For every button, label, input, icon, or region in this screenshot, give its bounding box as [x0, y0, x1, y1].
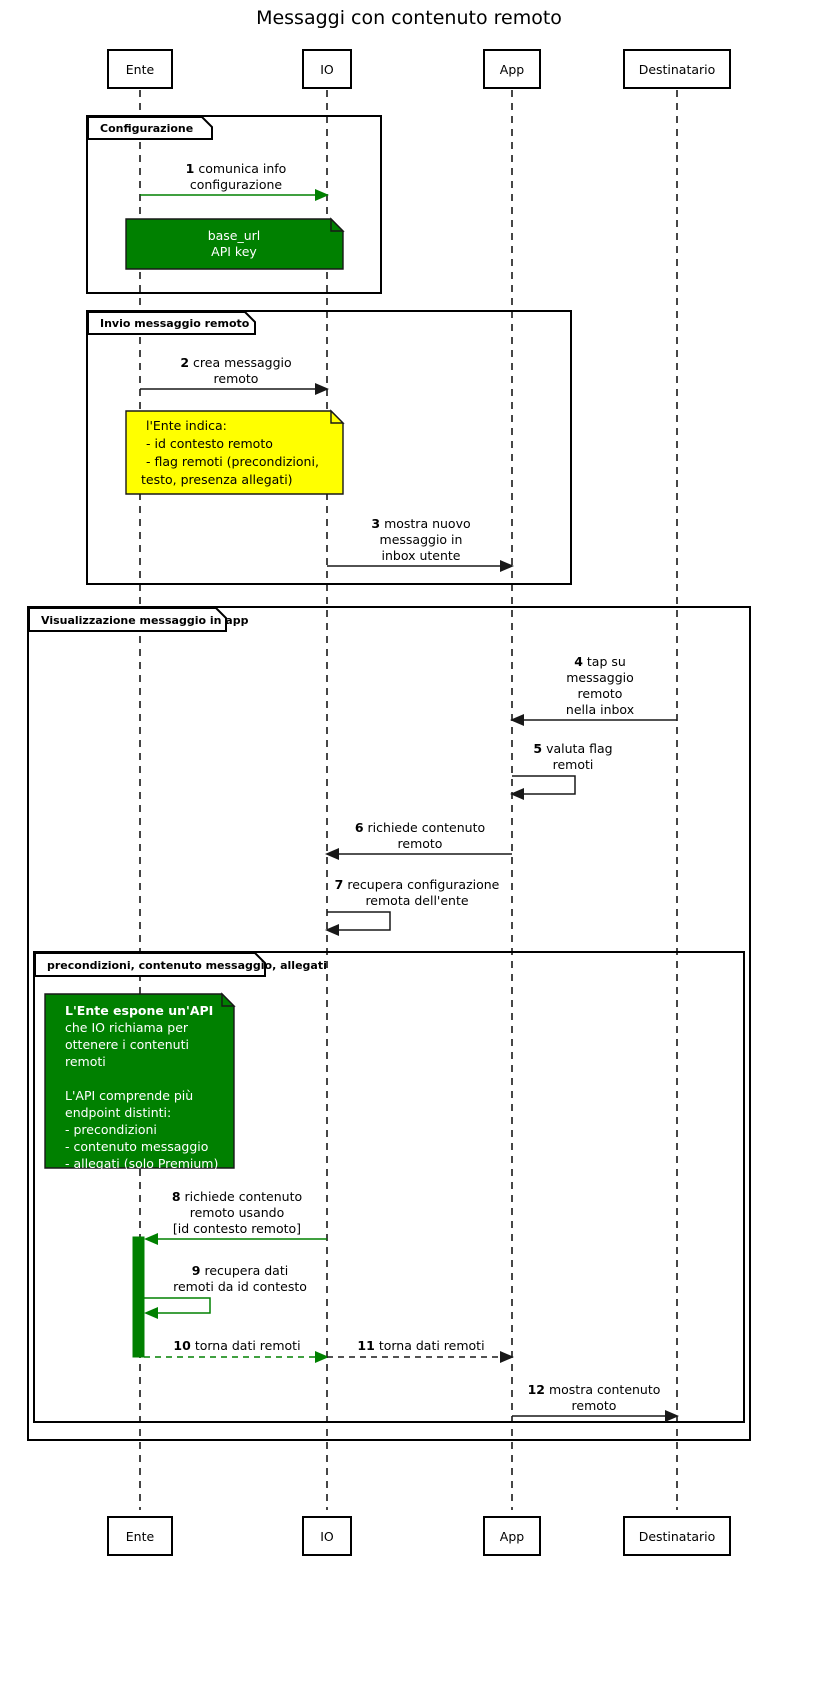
frame-label-visualizzazione: Visualizzazione messaggio in app	[41, 614, 249, 627]
participant-footer-label-app: App	[500, 1529, 524, 1544]
note-api-line-8: - precondizioni	[65, 1122, 157, 1137]
note-api-line-4: remoti	[65, 1054, 106, 1069]
message-3-num: 3	[371, 516, 380, 531]
message-1-line2: configurazione	[190, 177, 283, 192]
participant-header-ente[interactable]: Ente	[107, 49, 173, 89]
participant-footer-io[interactable]: IO	[302, 1516, 352, 1556]
frame-label-invio: Invio messaggio remoto	[100, 317, 250, 330]
frame-invio-messaggio-remoto: Invio messaggio remoto	[86, 310, 572, 585]
note-api-line-7: endpoint distinti:	[65, 1105, 171, 1120]
message-8-num: 8	[172, 1189, 181, 1204]
message-3-line3: inbox utente	[382, 548, 461, 563]
note-api-line-1: L'Ente espone un'API	[65, 1003, 213, 1018]
message-11-num: 11	[357, 1338, 374, 1353]
message-7-num: 7	[335, 877, 344, 892]
diagram-title: Messaggi con contenuto remoto	[256, 7, 562, 29]
note-api-line-3: ottenere i contenuti	[65, 1037, 189, 1052]
message-10-num: 10	[173, 1338, 191, 1353]
message-5-num: 5	[533, 741, 542, 756]
frame-visualizzazione: Visualizzazione messaggio in app	[27, 606, 751, 1441]
message-4-line3: remoto	[578, 686, 623, 701]
activation-bar-ente	[132, 1236, 145, 1358]
participant-header-destinatario[interactable]: Destinatario	[623, 49, 731, 89]
participant-footer-app[interactable]: App	[483, 1516, 541, 1556]
note-ente-indica: l'Ente indica: - id contesto remoto - fl…	[125, 409, 345, 495]
message-4-line2: messaggio	[566, 670, 634, 685]
participant-label-app: App	[500, 62, 524, 77]
message-4-num: 4	[574, 654, 583, 669]
note-config-line-2: API key	[211, 244, 257, 259]
message-12-line2: remoto	[572, 1398, 617, 1413]
message-3-line2: messaggio in	[380, 532, 463, 547]
frame-precondizioni: precondizioni, contenuto messaggio, alle…	[33, 951, 745, 1423]
message-5-line2: remoti	[553, 757, 594, 772]
note-ente-line-3: - flag remoti (precondizioni,	[146, 454, 319, 469]
note-config: base_url API key	[125, 217, 345, 270]
participant-header-app[interactable]: App	[483, 49, 541, 89]
participant-footer-destinatario[interactable]: Destinatario	[623, 1516, 731, 1556]
message-6-line2: remoto	[398, 836, 443, 851]
note-api-line-2: che IO richiama per	[65, 1020, 189, 1035]
participant-label-io: IO	[320, 62, 334, 77]
note-api: L'Ente espone un'API che IO richiama per…	[44, 992, 236, 1171]
participant-header-io[interactable]: IO	[302, 49, 352, 89]
message-8-line2: remoto usando	[190, 1205, 285, 1220]
message-8-line3: [id contesto remoto]	[173, 1221, 301, 1236]
participant-footer-label-ente: Ente	[126, 1529, 155, 1544]
message-2-line2: remoto	[214, 371, 259, 386]
lifelines	[139, 90, 678, 1510]
message-6-num: 6	[355, 820, 364, 835]
note-api-line-9: - contenuto messaggio	[65, 1139, 208, 1154]
note-api-line-6: L'API comprende più	[65, 1088, 193, 1103]
participant-footer-label-io: IO	[320, 1529, 334, 1544]
participant-footer-ente[interactable]: Ente	[107, 1516, 173, 1556]
note-api-line-10: - allegati (solo Premium)	[65, 1156, 218, 1171]
note-ente-line-1: l'Ente indica:	[146, 418, 227, 433]
message-2-num: 2	[180, 355, 189, 370]
message-4-line4: nella inbox	[566, 702, 634, 717]
message-7-line2: remota dell'ente	[365, 893, 468, 908]
note-config-line-1: base_url	[208, 228, 261, 243]
message-9-line2: remoti da id contesto	[173, 1279, 307, 1294]
frame-configurazione: Configurazione	[86, 115, 382, 294]
message-12-num: 12	[528, 1382, 545, 1397]
frame-label-configurazione: Configurazione	[100, 122, 193, 135]
participant-footer-label-destinatario: Destinatario	[639, 1529, 716, 1544]
frame-label-precondizioni: precondizioni, contenuto messaggio, alle…	[47, 959, 327, 972]
message-1-num: 1	[186, 161, 195, 176]
participant-label-ente: Ente	[126, 62, 155, 77]
participant-label-destinatario: Destinatario	[639, 62, 716, 77]
note-ente-line-2: - id contesto remoto	[146, 436, 273, 451]
message-9-num: 9	[192, 1263, 201, 1278]
note-ente-line-4: testo, presenza allegati)	[141, 472, 293, 487]
